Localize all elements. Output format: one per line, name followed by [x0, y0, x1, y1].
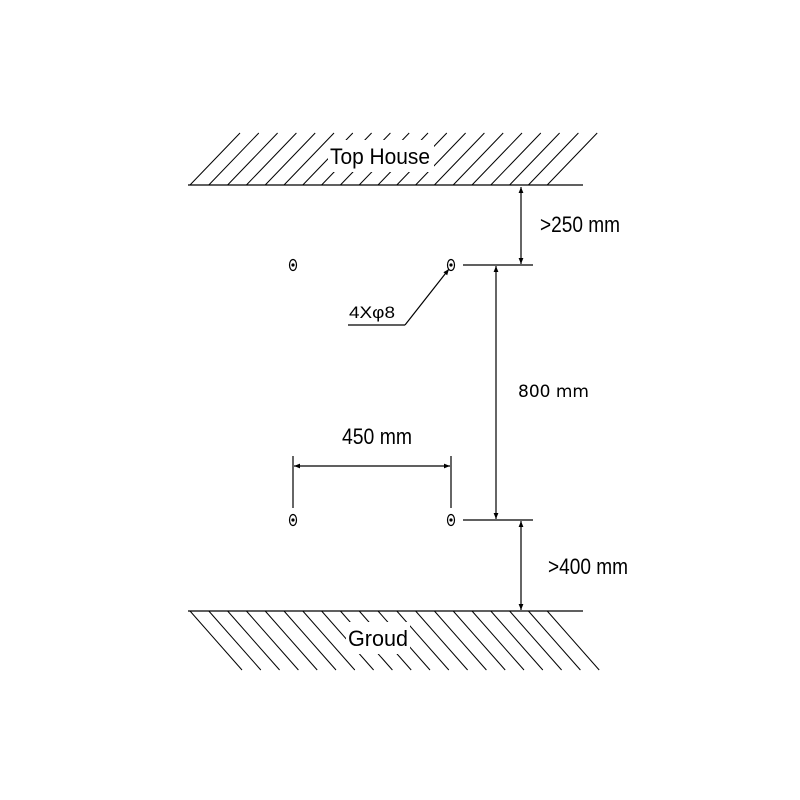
hatch-line [528, 132, 579, 186]
hatch-line [189, 610, 243, 671]
hole-bottom-left [288, 513, 298, 527]
leader-arrow [404, 268, 450, 326]
hatch-line [189, 132, 241, 186]
hatch-line [434, 610, 487, 671]
hatch-line [208, 610, 262, 671]
bottom-clearance-label: >400 mm [548, 554, 628, 579]
hole-top-left [288, 258, 298, 272]
hole-top-right [446, 258, 456, 272]
hatch-line [396, 610, 450, 671]
top-house-label: Top House [330, 144, 430, 169]
hatch-line [264, 132, 316, 186]
hatch-line [434, 132, 485, 186]
holes-label: 4Xφ8 [349, 303, 395, 322]
hatch-line [246, 132, 297, 186]
hatch-line [283, 610, 337, 671]
hatch-line [490, 132, 542, 186]
hatch-line [452, 610, 506, 671]
hole-bottom-right [446, 513, 456, 527]
hatch-line [227, 132, 278, 186]
hatch-line [264, 610, 318, 671]
hatch-line [490, 610, 544, 671]
hatch-line [471, 132, 523, 186]
hatch-line [246, 610, 299, 671]
hatch-line [471, 610, 525, 671]
hatch-line [452, 132, 504, 186]
hatch-line [227, 610, 280, 671]
hatch-line [546, 610, 600, 671]
hatch-line [208, 132, 260, 186]
ground-label-bg [346, 622, 410, 654]
top-label-bg [328, 140, 434, 172]
hatch-line [528, 610, 581, 671]
vertical-spacing-label: 800 mm [518, 382, 589, 402]
ground-label: Groud [348, 626, 408, 651]
top-clearance-label: >250 mm [540, 212, 620, 237]
top-house-hatch [189, 132, 598, 186]
mounting-holes [288, 258, 456, 527]
horizontal-spacing-label: 450 mm [342, 424, 412, 449]
hatch-line [415, 610, 468, 671]
hatch-line [509, 610, 562, 671]
hatch-line [283, 132, 335, 186]
hatch-line [509, 132, 560, 186]
dimension-lines [292, 187, 533, 610]
hatch-line [546, 132, 598, 186]
hatch-line [415, 132, 466, 186]
hatch-line [302, 610, 356, 671]
